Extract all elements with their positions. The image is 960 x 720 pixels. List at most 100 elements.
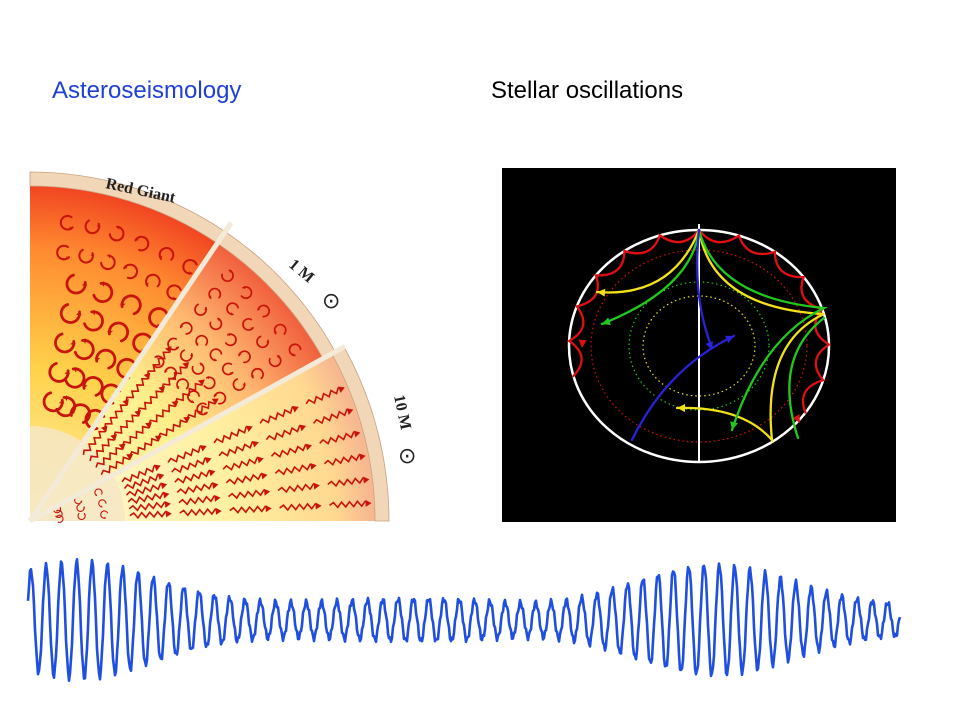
convection-cell-icon	[77, 512, 86, 520]
wavy-arrow-icon	[171, 457, 212, 474]
convection-cell-icon	[240, 285, 253, 300]
oscillation-light-curve	[26, 556, 902, 684]
convection-cell-icon	[59, 303, 82, 324]
convection-cell-icon	[152, 355, 165, 369]
convection-cell-icon	[100, 254, 116, 271]
convection-cell-icon	[176, 378, 190, 390]
wavy-arrow-icon	[277, 482, 320, 494]
convection-cell-icon	[209, 317, 223, 331]
convection-cell-icon	[251, 367, 264, 380]
convection-cell-icon	[273, 323, 287, 335]
convection-cell-icon	[238, 350, 251, 364]
ray-paths	[566, 228, 832, 444]
ray-path-green	[788, 316, 826, 440]
convection-cell-icon	[108, 225, 125, 242]
ray-arrowhead	[730, 421, 738, 430]
ray-arrowhead	[597, 288, 606, 297]
convection-cell-icon	[84, 219, 101, 235]
convection-cell-icon	[242, 318, 254, 331]
sector-red-giant	[30, 186, 218, 521]
convection-cell-icon	[191, 362, 205, 375]
light-curve-line	[26, 558, 902, 682]
wavy-arrow-icon	[265, 424, 307, 441]
wavy-arrow-icon	[229, 505, 272, 514]
convection-cell-icon	[288, 343, 302, 357]
stellar-structure-diagram: Red Giant 1 M ⊙ 10 M ⊙	[27, 158, 416, 524]
convection-cell-icon	[59, 214, 74, 231]
sector-dividers	[27, 221, 347, 524]
wavy-arrow-icon	[137, 385, 166, 413]
convection-cell-icon	[179, 349, 194, 362]
stellar-core	[30, 426, 125, 521]
wavy-arrow-icon	[123, 473, 165, 490]
convection-cell-icon	[208, 287, 222, 299]
wavy-arrow-icon	[270, 443, 313, 458]
ray-path-red	[566, 228, 701, 378]
convection-cell-icon	[123, 263, 139, 280]
convection-cell-icon	[224, 333, 237, 347]
convection-cell-icon	[107, 321, 129, 343]
title-stellar-oscillations: Stellar oscillations	[491, 77, 684, 104]
wavy-arrow-icon	[176, 482, 219, 495]
convection-cell-icon	[92, 281, 114, 303]
convection-cell-icon	[209, 348, 223, 362]
ray-path-red	[697, 228, 832, 414]
ray-arrowhead	[725, 335, 734, 344]
convection-cell-icon	[221, 269, 234, 282]
sector-10-solar-mass	[30, 353, 375, 521]
wavy-arrow-icon	[148, 400, 179, 425]
wavy-arrow-icon	[225, 472, 268, 486]
convection-cell-icon	[182, 258, 198, 276]
title-asteroseismology: Asteroseismology	[52, 77, 242, 104]
convection-cell-icon	[257, 304, 271, 318]
convection-cell-icon	[48, 362, 71, 383]
stellar-structure-svg: Red Giant 1 M ⊙ 10 M ⊙	[27, 171, 416, 524]
sector-divider	[28, 344, 347, 524]
wavy-arrow-icon	[126, 482, 168, 497]
wavy-arrow-icon	[179, 507, 222, 517]
convection-cell-icon	[83, 309, 104, 332]
ray-arrowhead	[792, 414, 800, 423]
convection-cell-icon	[213, 391, 227, 405]
convection-cell-icon	[164, 366, 178, 380]
convection-cell-icon	[158, 247, 175, 261]
wavy-arrow-icon	[329, 499, 372, 509]
convection-cell-icon	[98, 499, 107, 508]
ray-arrowhead	[677, 404, 685, 412]
convection-cell-icon	[226, 302, 239, 316]
convection-cell-icon	[119, 294, 142, 316]
wavy-arrow-icon	[128, 500, 171, 512]
convection-cell-icon	[100, 510, 109, 519]
convection-cell-icon	[73, 338, 95, 361]
wavy-arrow-icon	[174, 469, 216, 484]
ray-path-svg	[502, 168, 896, 522]
wavy-arrow-icon	[127, 491, 170, 505]
wavy-arrow-icon	[274, 462, 317, 476]
ray-path-blue	[696, 228, 714, 350]
wavy-arrow-icon	[213, 425, 253, 444]
sector-group	[29, 171, 390, 522]
wavy-arrow-icon	[228, 488, 271, 500]
ray-path-diagram	[502, 168, 896, 522]
convection-cell-icon	[55, 509, 63, 519]
wavy-arrow-icon	[186, 398, 219, 420]
wavy-arrow-icon	[313, 408, 354, 425]
sun-symbol-icon: ⊙	[398, 444, 416, 469]
ray-path-blue	[630, 334, 736, 442]
wavy-arrow-icon	[319, 430, 361, 445]
wavy-arrow-icon	[178, 494, 221, 506]
wavy-arrow-icon	[146, 346, 172, 376]
wavy-arrow-icon	[100, 454, 134, 476]
turning-point-circle	[642, 295, 756, 397]
convection-cell-icon	[195, 334, 209, 346]
ray-arrowhead	[578, 339, 587, 348]
wavy-arrow-icon	[157, 416, 191, 439]
convection-cell-icon	[76, 503, 85, 512]
convection-cell-icon	[232, 378, 246, 391]
convection-cell-icon	[196, 402, 208, 416]
convection-cell-icon	[179, 321, 193, 335]
sun-symbol-icon: ⊙	[322, 289, 340, 314]
outer-shell	[29, 171, 226, 244]
convection-cell-icon	[145, 273, 161, 288]
convection-cell-icon	[54, 332, 76, 354]
